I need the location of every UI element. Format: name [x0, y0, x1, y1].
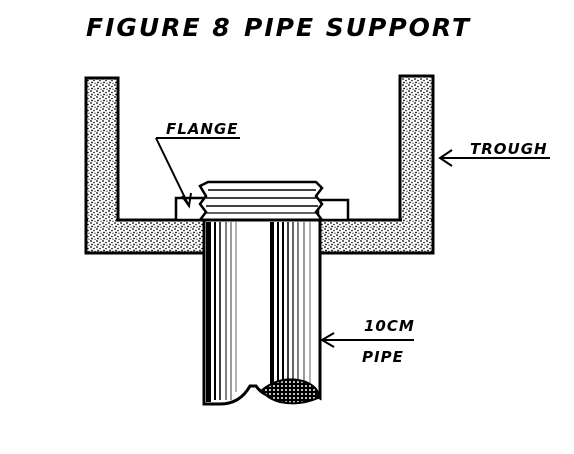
trough-label: TROUGH	[470, 140, 548, 158]
flange-leader-arrow	[155, 137, 240, 209]
figure-number: FIGURE 8	[86, 13, 232, 42]
pipe-arrow	[320, 332, 414, 348]
trough-arrow	[438, 149, 550, 167]
pipe-size-label: 10CM	[364, 317, 415, 335]
flange	[174, 180, 350, 222]
flange-label: FLANGE	[166, 120, 239, 138]
pipe	[202, 218, 322, 406]
pipe-label: PIPE	[362, 348, 404, 366]
trough	[84, 74, 435, 255]
figure-title: PIPE SUPPORT	[244, 13, 471, 42]
